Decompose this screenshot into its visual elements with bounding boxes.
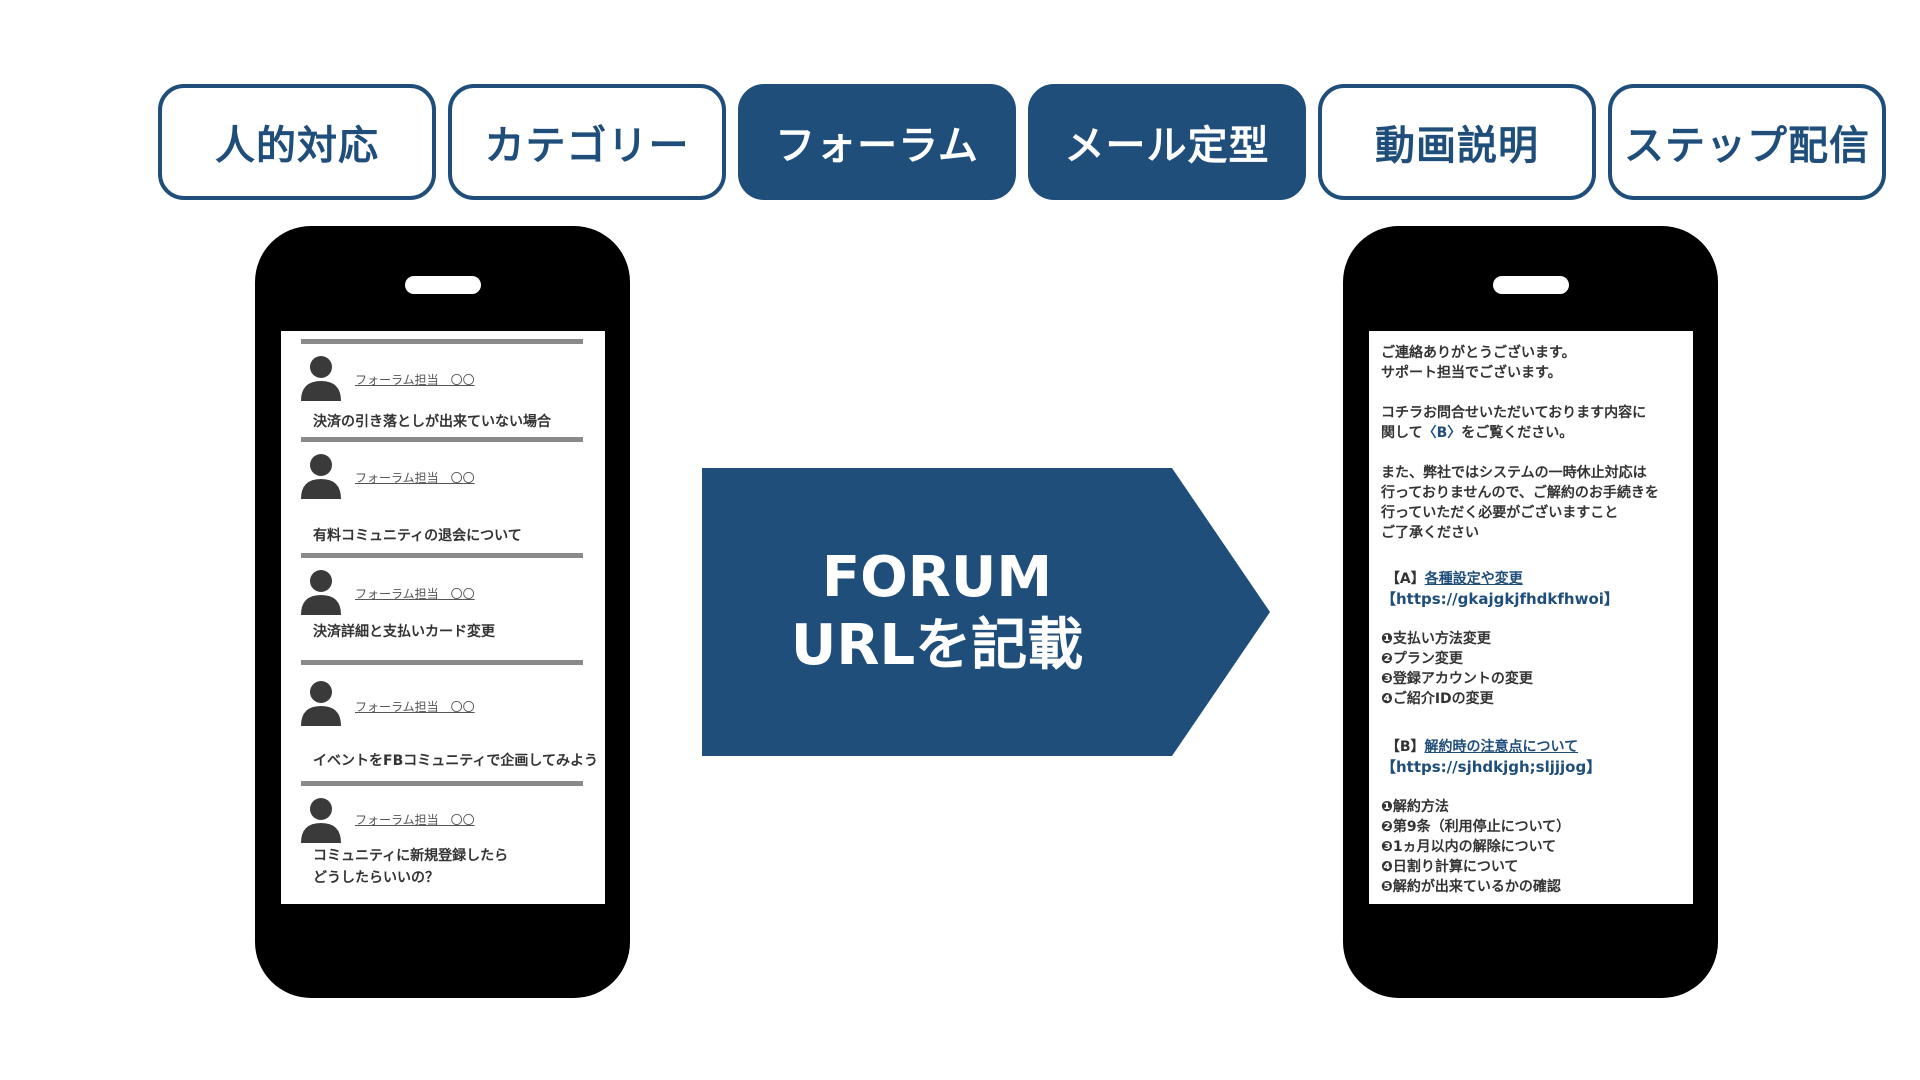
section-b-item: ❶解約方法 — [1381, 799, 1449, 815]
forum-screen: フォーラム担当 〇〇 決済の引き落としが出来ていない場合 フォーラム担当 〇〇 … — [281, 331, 605, 904]
mail-notice: ご了承ください — [1381, 525, 1479, 541]
post-divider — [301, 781, 583, 786]
post-author[interactable]: フォーラム担当 〇〇 — [355, 813, 475, 827]
section-b-item: ❹日割り計算について — [1381, 859, 1519, 875]
section-a-url[interactable]: 【https://gkajgkjfhdkfhwoi】 — [1381, 590, 1619, 608]
mail-notice: 行っておりませんので、ご解約のお手続きを — [1381, 485, 1659, 501]
section-b-item: ❸1ヵ月以内の解除について — [1381, 839, 1557, 855]
post-title[interactable]: 有料コミュニティの退会について — [313, 528, 522, 544]
post-title[interactable]: イベントをFBコミュニティで企画してみよう — [313, 753, 598, 769]
section-b-link[interactable]: 解約時の注意点について — [1424, 739, 1579, 755]
section-a-item: ❹ご紹介IDの変更 — [1381, 691, 1494, 707]
user-avatar-icon — [301, 798, 341, 843]
mail-greeting: ご連絡ありがとうございます。 — [1381, 345, 1576, 361]
forum-post[interactable]: フォーラム担当 〇〇 有料コミュニティの退会について — [281, 437, 605, 547]
phone-forum: フォーラム担当 〇〇 決済の引き落としが出来ていない場合 フォーラム担当 〇〇 … — [255, 226, 630, 998]
phone-speaker — [405, 276, 481, 294]
post-title[interactable]: コミュニティに新規登録したら どうしたらいいの？ — [313, 848, 509, 886]
tab-forum[interactable]: フォーラム — [738, 84, 1016, 200]
post-author[interactable]: フォーラム担当 〇〇 — [355, 587, 475, 601]
post-author[interactable]: フォーラム担当 〇〇 — [355, 373, 475, 387]
section-b-item: ❷第9条（利用停止について） — [1381, 819, 1571, 835]
post-divider — [301, 339, 583, 344]
post-author[interactable]: フォーラム担当 〇〇 — [355, 700, 475, 714]
mail-notice: 行っていただく必要がございますこと — [1381, 505, 1619, 521]
arrow-shape — [702, 468, 1270, 756]
post-divider — [301, 553, 583, 558]
post-divider — [301, 660, 583, 665]
user-avatar-icon — [301, 570, 341, 615]
forum-post[interactable]: フォーラム担当 〇〇 コミュニティに新規登録したら どうしたらいいの？ — [281, 781, 605, 904]
post-title[interactable]: 決済詳細と支払いカード変更 — [313, 624, 495, 640]
arrow-label: FORUM URLを記載 — [702, 468, 1172, 756]
tab-category[interactable]: カテゴリー — [448, 84, 726, 200]
mail-notice: また、弊社ではシステムの一時休止対応は — [1381, 465, 1647, 481]
forum-post[interactable]: フォーラム担当 〇〇 決済詳細と支払いカード変更 — [281, 553, 605, 653]
user-avatar-icon — [301, 454, 341, 499]
section-b-heading: 【B】解約時の注意点について — [1385, 739, 1579, 755]
post-divider — [301, 437, 583, 442]
arrow-label-line2: URLを記載 — [790, 613, 1084, 678]
phone-speaker — [1493, 276, 1569, 294]
mail-intro: 関して〈B〉をご覧ください。 — [1381, 425, 1574, 441]
mail-body: ご連絡ありがとうございます。 サポート担当でございます。 コチラお問合せいただい… — [1381, 343, 1689, 897]
mail-ref-b: 〈B〉 — [1422, 425, 1462, 441]
section-b-url[interactable]: 【https://sjhdkjgh;sljjjog】 — [1381, 758, 1602, 776]
category-tabs: 人的対応 カテゴリー フォーラム メール定型 動画説明 ステップ配信 — [158, 84, 1888, 200]
post-author[interactable]: フォーラム担当 〇〇 — [355, 471, 475, 485]
tab-step-delivery[interactable]: ステップ配信 — [1608, 84, 1886, 200]
mail-greeting: サポート担当でございます。 — [1381, 365, 1562, 381]
section-a-link[interactable]: 各種設定や変更 — [1424, 571, 1523, 587]
user-avatar-icon — [301, 356, 341, 401]
forum-post[interactable]: フォーラム担当 〇〇 イベントをFBコミュニティで企画してみよう — [281, 660, 605, 780]
section-b-item: ❺解約が出来ているかの確認 — [1381, 879, 1561, 895]
forum-post[interactable]: フォーラム担当 〇〇 決済の引き落としが出来ていない場合 — [281, 339, 605, 439]
arrow-label-line1: FORUM — [821, 545, 1053, 610]
post-title[interactable]: 決済の引き落としが出来ていない場合 — [313, 414, 551, 430]
section-a-item: ❶支払い方法変更 — [1381, 631, 1491, 647]
tab-mail-template[interactable]: メール定型 — [1028, 84, 1306, 200]
tab-video[interactable]: 動画説明 — [1318, 84, 1596, 200]
section-a-item: ❸登録アカウントの変更 — [1381, 671, 1533, 687]
section-a-item: ❷プラン変更 — [1381, 651, 1463, 667]
mail-intro: コチラお問合せいただいております内容に — [1381, 405, 1647, 421]
section-a-heading: 【A】各種設定や変更 — [1385, 571, 1523, 587]
user-avatar-icon — [301, 681, 341, 726]
mail-screen: ご連絡ありがとうございます。 サポート担当でございます。 コチラお問合せいただい… — [1369, 331, 1693, 904]
phone-mail: ご連絡ありがとうございます。 サポート担当でございます。 コチラお問合せいただい… — [1343, 226, 1718, 998]
tab-human-support[interactable]: 人的対応 — [158, 84, 436, 200]
